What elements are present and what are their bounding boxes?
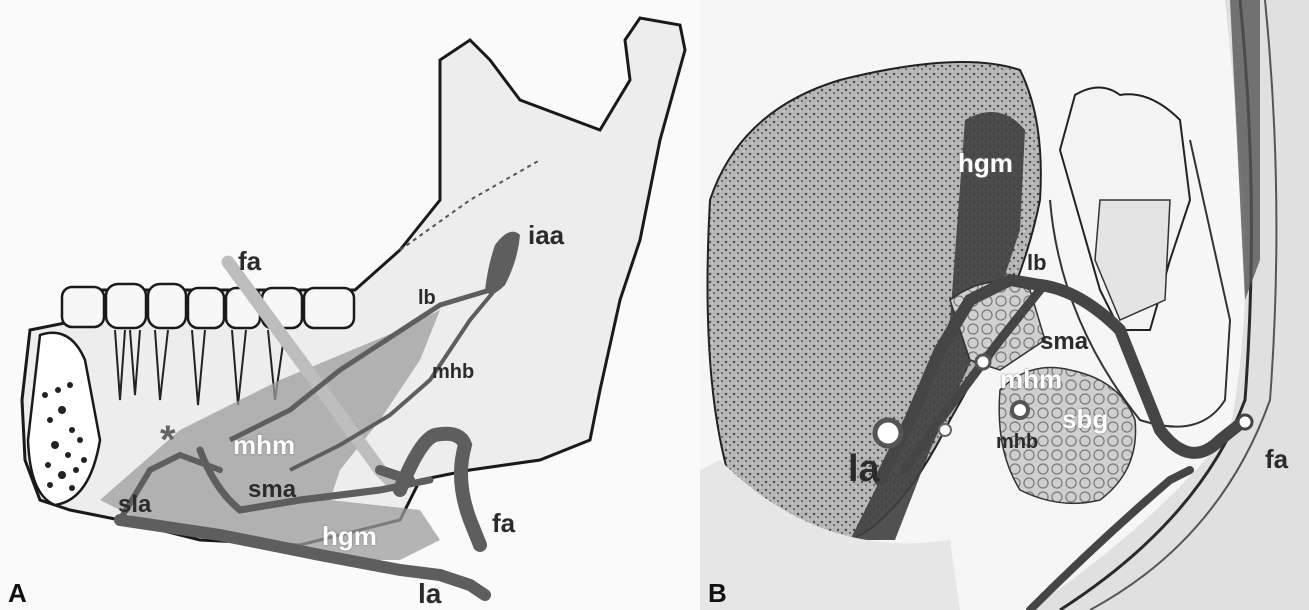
- label-fa-bottom: fa: [492, 510, 515, 536]
- label-b-mhm: mhm: [1000, 366, 1062, 392]
- panel-b-histology-section: hgm lb sma mhm sbg mhb la fa B: [700, 0, 1309, 610]
- label-mhm: mhm: [233, 432, 295, 458]
- label-b-lb: lb: [1027, 252, 1047, 274]
- label-fa-top: fa: [238, 248, 261, 274]
- label-la: la: [418, 580, 441, 608]
- label-b-mhb: mhb: [996, 432, 1038, 452]
- mandible-illustration: [0, 0, 700, 610]
- mandible-outline: [22, 18, 685, 545]
- panel-a-mandible-drawing: fa iaa lb mhb mhm sma sla hgm fa la * A: [0, 0, 700, 610]
- asterisk-marker: *: [160, 420, 176, 460]
- label-sla: sla: [118, 493, 151, 517]
- label-hgm: hgm: [322, 523, 377, 549]
- label-b-la: la: [848, 450, 880, 488]
- label-b-sbg: sbg: [1062, 406, 1108, 432]
- label-lb: lb: [418, 288, 436, 308]
- label-b-sma: sma: [1040, 330, 1088, 354]
- panel-letter-b: B: [708, 578, 727, 609]
- label-mhb: mhb: [432, 362, 474, 382]
- vessel-ring-la: [875, 420, 901, 446]
- label-sma: sma: [248, 478, 296, 502]
- label-b-hgm: hgm: [958, 150, 1013, 176]
- label-b-fa: fa: [1265, 446, 1288, 472]
- panel-letter-a: A: [8, 578, 27, 609]
- histology-illustration: [700, 0, 1309, 610]
- label-iaa: iaa: [528, 222, 564, 248]
